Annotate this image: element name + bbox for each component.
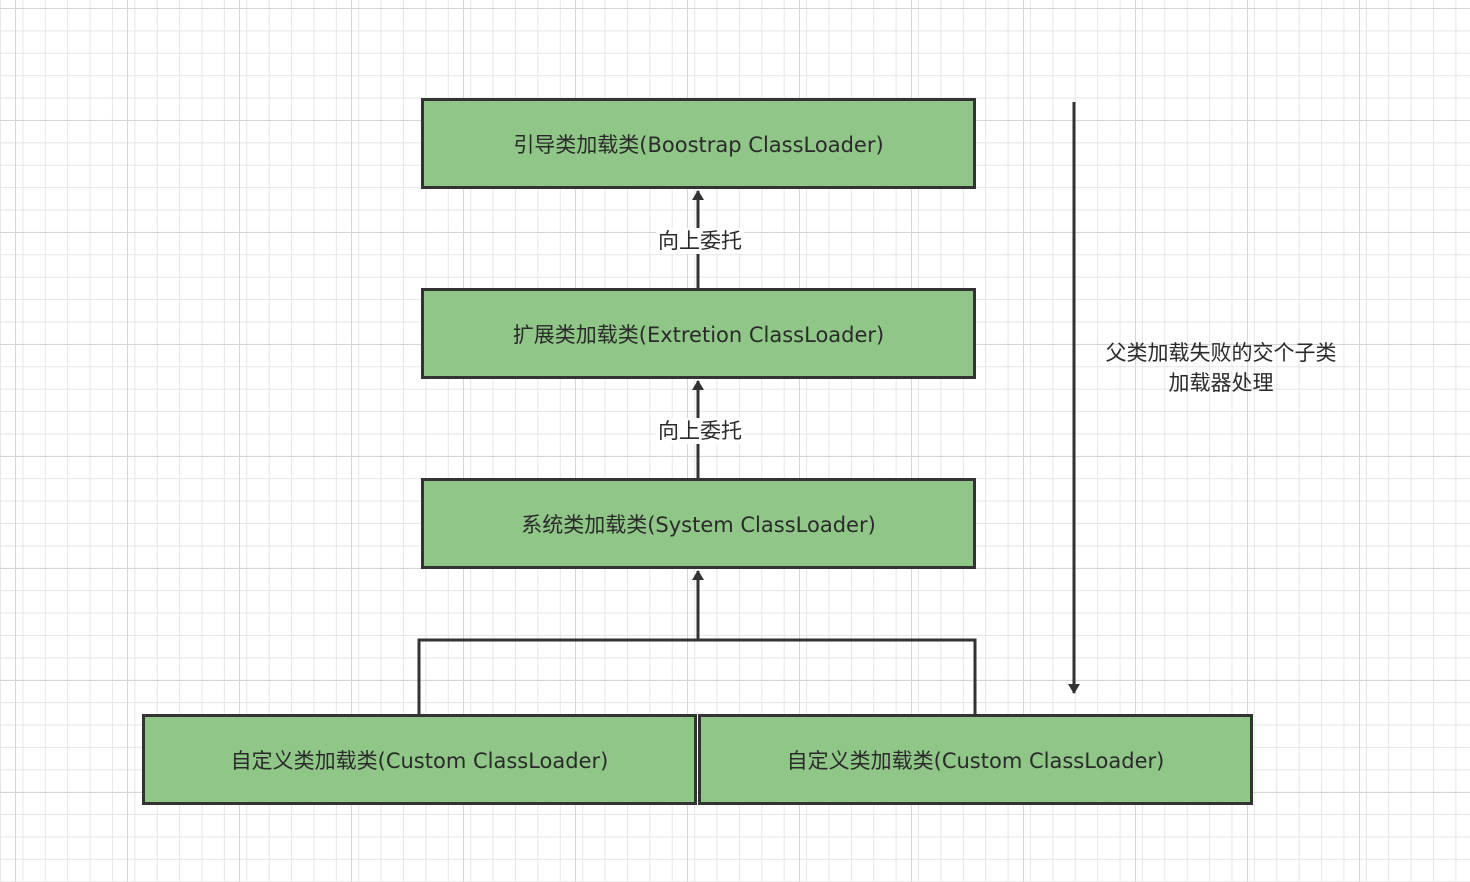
custom-classloader-node-left: 自定义类加载类(Custom ClassLoader) — [142, 714, 697, 805]
delegate-label-upper: 向上委托 — [656, 228, 744, 254]
fallback-note-line1: 父类加载失败的交个子类 — [1105, 341, 1337, 365]
fallback-note: 父类加载失败的交个子类 加载器处理 — [1076, 338, 1366, 398]
custom-to-system-bracket — [417, 638, 977, 714]
custom-classloader-node-right: 自定义类加载类(Custom ClassLoader) — [698, 714, 1253, 805]
delegate-label-lower: 向上委托 — [656, 418, 744, 444]
bootstrap-classloader-node: 引导类加载类(Boostrap ClassLoader) — [421, 98, 976, 189]
extension-classloader-node: 扩展类加载类(Extretion ClassLoader) — [421, 288, 976, 379]
system-classloader-node: 系统类加载类(System ClassLoader) — [421, 478, 976, 569]
fallback-note-line2: 加载器处理 — [1168, 371, 1274, 395]
